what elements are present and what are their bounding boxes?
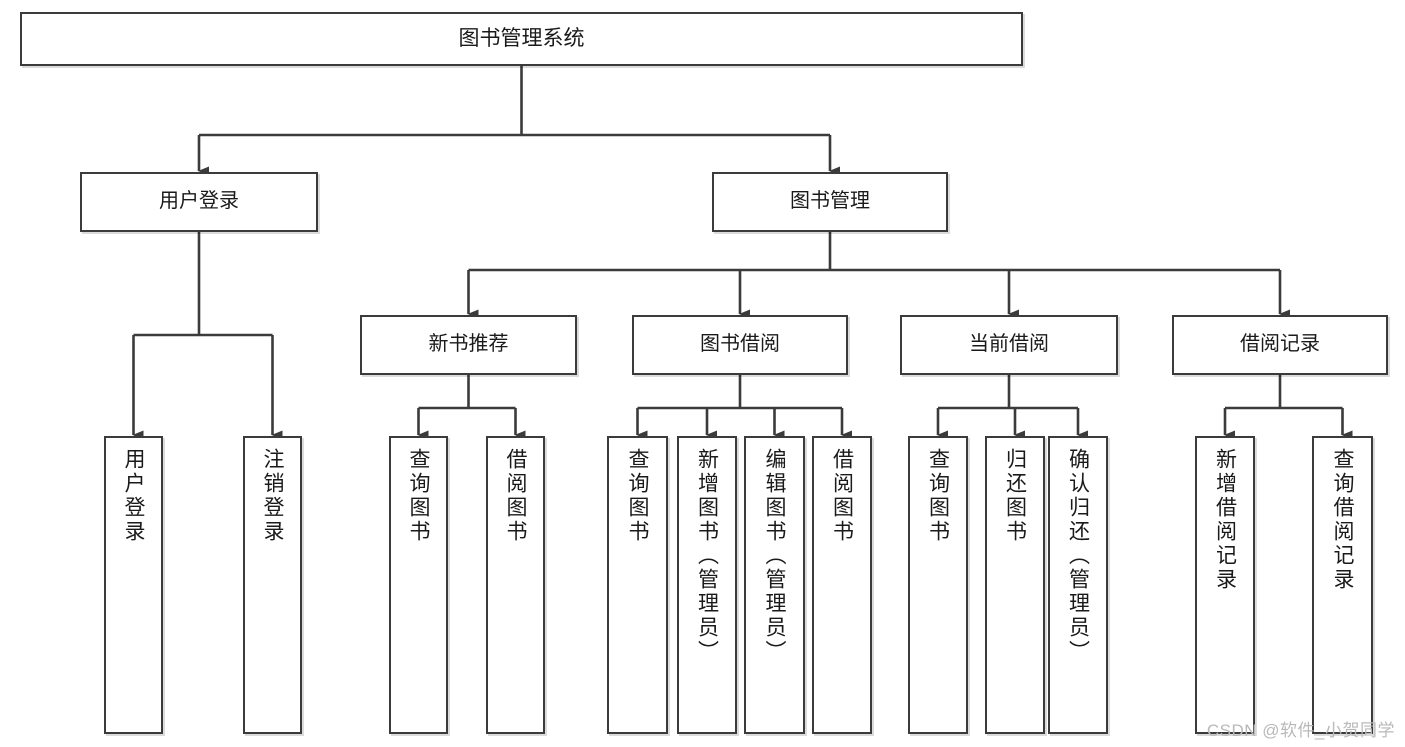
node-label: 查询图书 — [926, 448, 950, 544]
node-borrow[interactable]: 图书借阅 — [632, 315, 848, 375]
node-label: 借阅图书 — [504, 448, 527, 544]
node-leaf_user_logout[interactable]: 注销登录 — [243, 436, 302, 734]
node-user_login[interactable]: 用户登录 — [80, 172, 318, 232]
node-leaf_cu_query[interactable]: 查询图书 — [908, 436, 968, 734]
node-new_books[interactable]: 新书推荐 — [360, 315, 577, 375]
node-label: 新增借阅记录 — [1213, 448, 1237, 592]
node-label: 新书推荐 — [428, 333, 509, 356]
node-label: 注销登录 — [261, 448, 284, 544]
watermark-label: CSDN @软件_小贺同学 — [1206, 721, 1395, 740]
node-label: 确认归还（管理员） — [1066, 448, 1090, 664]
node-records[interactable]: 借阅记录 — [1172, 315, 1388, 375]
node-leaf_cu_return[interactable]: 归还图书 — [985, 436, 1045, 734]
node-leaf_bk_borrow[interactable]: 借阅图书 — [812, 436, 872, 734]
node-leaf_bk_add[interactable]: 新增图书（管理员） — [677, 436, 737, 734]
node-label: 用户登录 — [159, 190, 239, 213]
node-leaf_rc_query[interactable]: 查询借阅记录 — [1312, 436, 1373, 734]
node-leaf_nb_query[interactable]: 查询图书 — [389, 436, 448, 734]
node-label: 图书借阅 — [700, 333, 780, 356]
node-label: 借阅图书 — [830, 448, 854, 544]
node-label: 查询图书 — [626, 448, 649, 544]
node-label: 查询借阅记录 — [1331, 448, 1354, 592]
node-leaf_user_login[interactable]: 用户登录 — [104, 436, 163, 734]
node-label: 图书管理系统 — [458, 26, 585, 50]
node-label: 查询图书 — [407, 448, 430, 544]
node-leaf_nb_borrow[interactable]: 借阅图书 — [486, 436, 545, 734]
node-label: 归还图书 — [1003, 448, 1027, 544]
node-leaf_rc_add[interactable]: 新增借阅记录 — [1195, 436, 1255, 734]
node-label: 借阅记录 — [1240, 333, 1320, 356]
node-label: 图书管理 — [790, 190, 870, 213]
node-leaf_bk_edit[interactable]: 编辑图书（管理员） — [744, 436, 805, 734]
node-root[interactable]: 图书管理系统 — [20, 12, 1023, 66]
edges-group — [132, 66, 1353, 440]
node-label: 当前借阅 — [969, 333, 1049, 356]
node-book_mgmt[interactable]: 图书管理 — [712, 172, 948, 232]
node-label: 新增图书（管理员） — [695, 448, 719, 664]
node-current[interactable]: 当前借阅 — [900, 315, 1118, 375]
node-label: 用户登录 — [122, 448, 145, 544]
node-leaf_cu_confirm[interactable]: 确认归还（管理员） — [1048, 436, 1108, 734]
node-label: 编辑图书（管理员） — [763, 448, 786, 664]
node-leaf_bk_query[interactable]: 查询图书 — [607, 436, 668, 734]
